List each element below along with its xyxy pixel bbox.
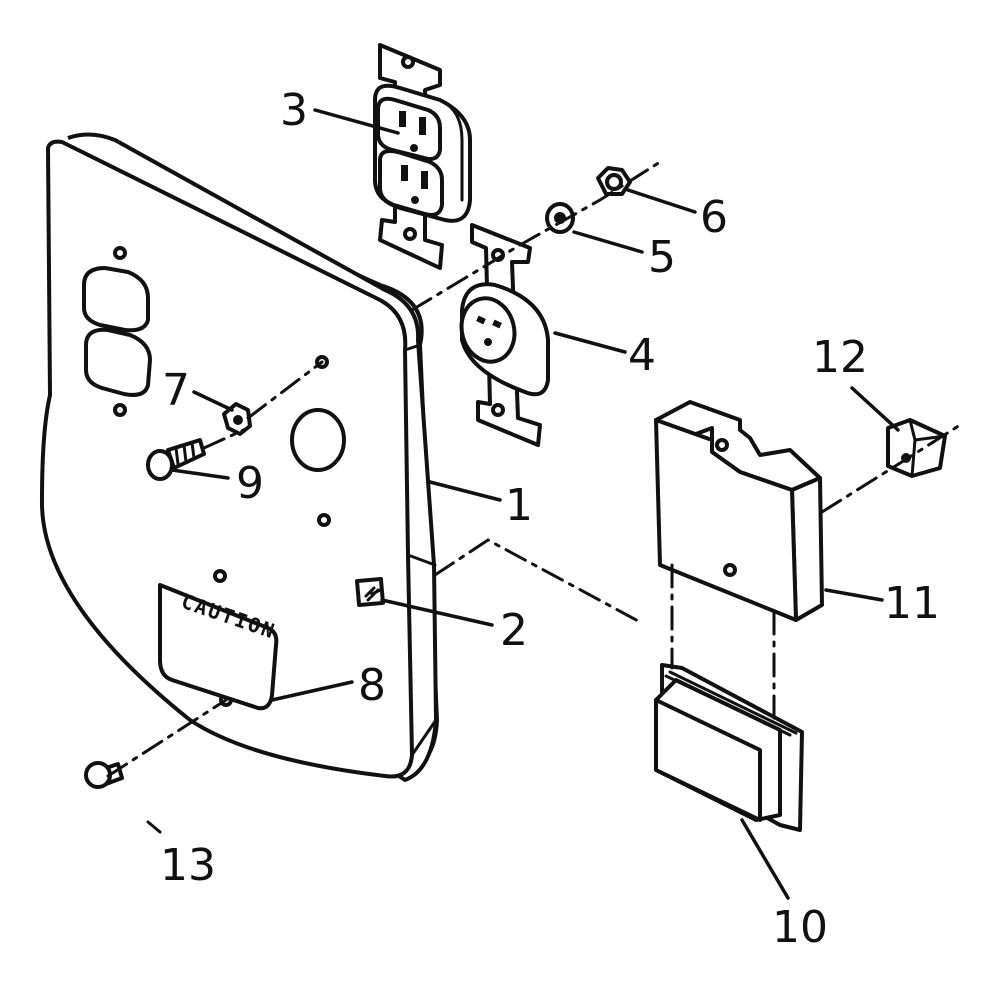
callout-12: 12 [812, 332, 868, 383]
caution-plate-8: CAUTION [158, 583, 279, 711]
callout-labels: 1 2 3 4 5 6 7 8 9 10 11 12 13 [160, 85, 940, 953]
duplex-receptacle-3 [373, 43, 472, 270]
single-receptacle-4 [459, 223, 550, 447]
callout-5: 5 [648, 232, 676, 283]
assembly-lines [106, 160, 962, 834]
callout-11: 11 [884, 578, 940, 629]
lockwasher-7 [222, 402, 252, 436]
panel-plate: CAUTION [39, 132, 439, 782]
callout-10: 10 [772, 902, 828, 953]
callout-6: 6 [700, 192, 728, 243]
hex-nut-6 [596, 166, 632, 196]
callout-2: 2 [500, 605, 528, 656]
washer-5 [545, 202, 575, 234]
ground-label-2 [354, 576, 386, 608]
callout-13: 13 [160, 840, 216, 891]
callout-4: 4 [628, 330, 656, 381]
module-10 [654, 663, 804, 832]
screw-13 [84, 761, 124, 789]
callout-7: 7 [162, 365, 190, 416]
callout-1: 1 [505, 480, 533, 531]
callout-8: 8 [358, 660, 386, 711]
leader-lines [170, 108, 900, 900]
callout-3: 3 [280, 85, 308, 136]
callout-9: 9 [236, 458, 264, 509]
screw-9 [146, 438, 206, 481]
cover-box-11 [654, 400, 824, 622]
